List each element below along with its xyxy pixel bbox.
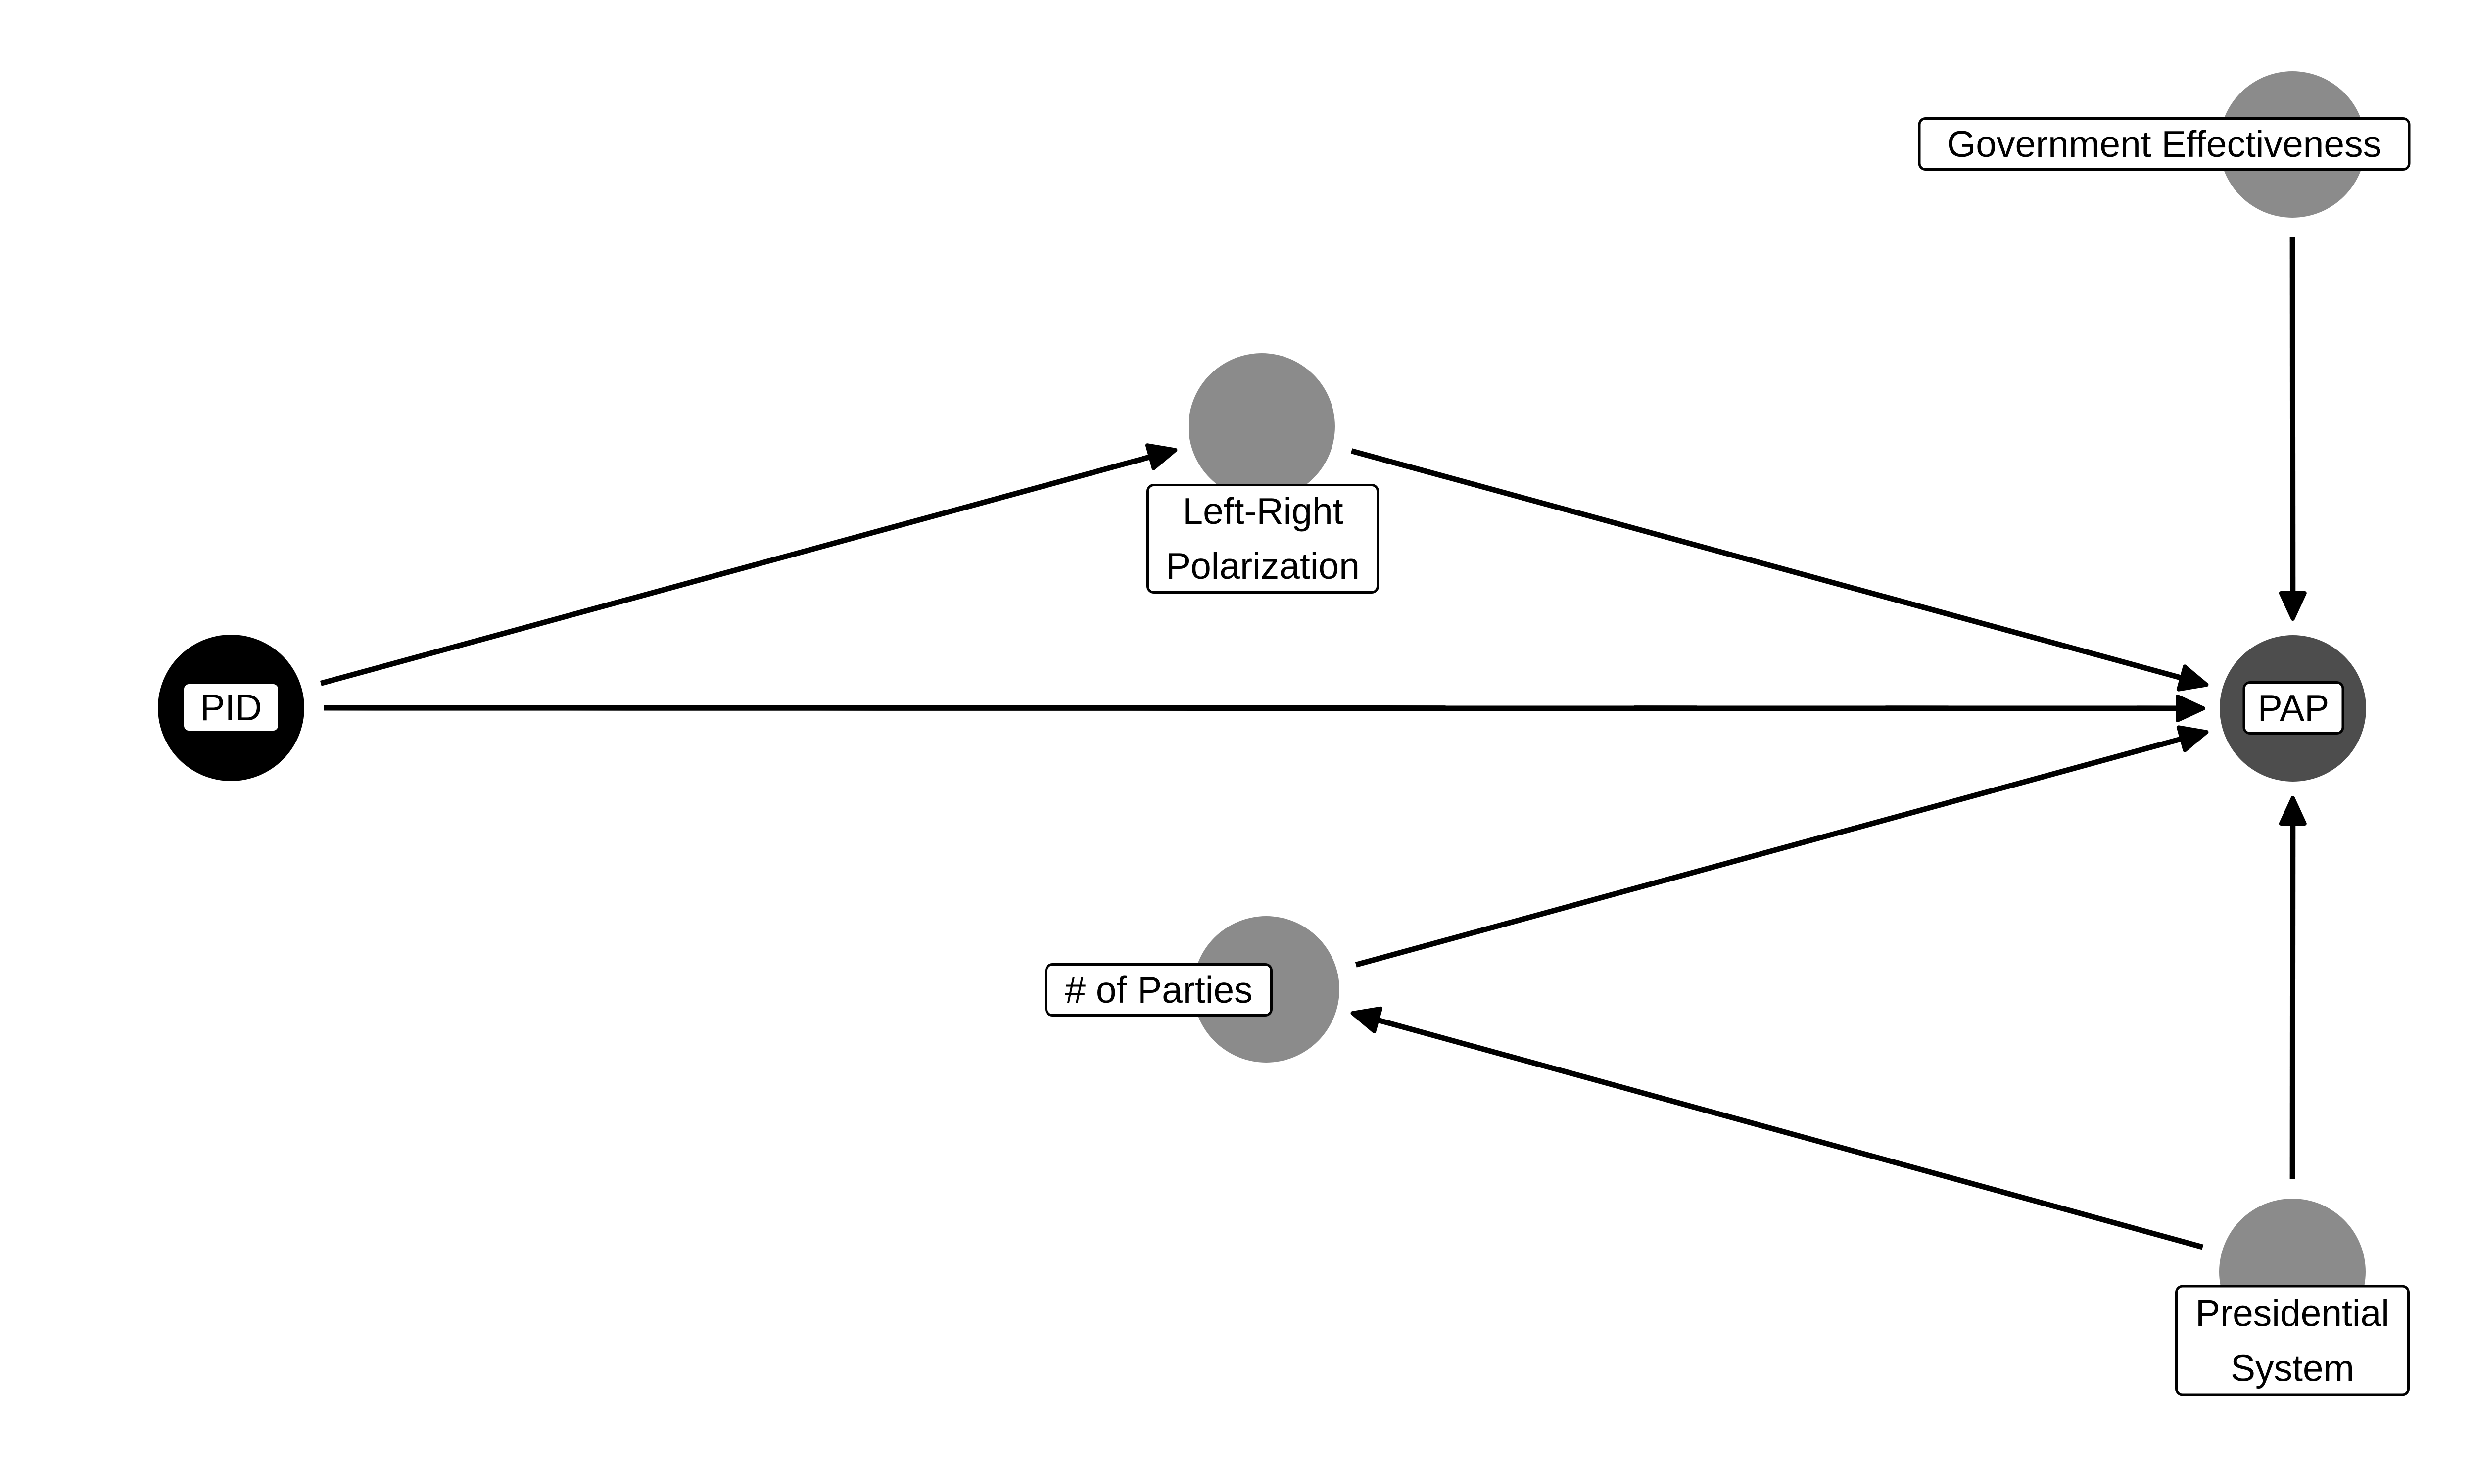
edge-left_right_polarization-to-pap (1350, 448, 2187, 682)
node-label-num-parties-text: # of Parties (1065, 969, 1253, 1011)
node-label-pap-text: PAP (2257, 687, 2330, 729)
node-label-left-right-polarization-text: Left-Right Polarization (1166, 490, 1360, 587)
arrowhead-government_effectiveness-to-pap (2279, 591, 2307, 621)
node-label-presidential-system-text: Presidential System (2195, 1292, 2389, 1389)
node-label-presidential-system: Presidential System (2175, 1285, 2410, 1396)
edge-presidential_system-to-pap (2289, 819, 2296, 1179)
arrowhead-presidential_system-to-pap (2279, 795, 2307, 826)
arrowhead-num_parties-to-pap (2176, 725, 2209, 752)
edge-government_effectiveness-to-pap (2289, 237, 2296, 598)
arrowhead-pid-to-pap (2175, 694, 2205, 722)
node-label-pid: PID (182, 682, 281, 733)
node-circle-left-right-polarization (1189, 353, 1335, 500)
arrowhead-presidential_system-to-num_parties (1350, 1006, 1383, 1033)
edge-num_parties-to-pap (1355, 735, 2187, 968)
node-label-pap: PAP (2242, 681, 2344, 735)
arrowhead-left_right_polarization-to-pap (2176, 664, 2209, 692)
edge-pid-to-left_right_polarization (320, 453, 1155, 686)
node-label-left-right-polarization: Left-Right Polarization (1146, 484, 1379, 594)
arrowhead-pid-to-left_right_polarization (1145, 443, 1178, 470)
edge-presidential_system-to-num_parties (1373, 1016, 2204, 1250)
node-label-government-effectiveness-text: Government Effectiveness (1947, 123, 2382, 165)
node-label-num-parties: # of Parties (1045, 963, 1273, 1017)
node-label-pid-text: PID (200, 686, 262, 728)
node-label-government-effectiveness: Government Effectiveness (1918, 117, 2411, 171)
